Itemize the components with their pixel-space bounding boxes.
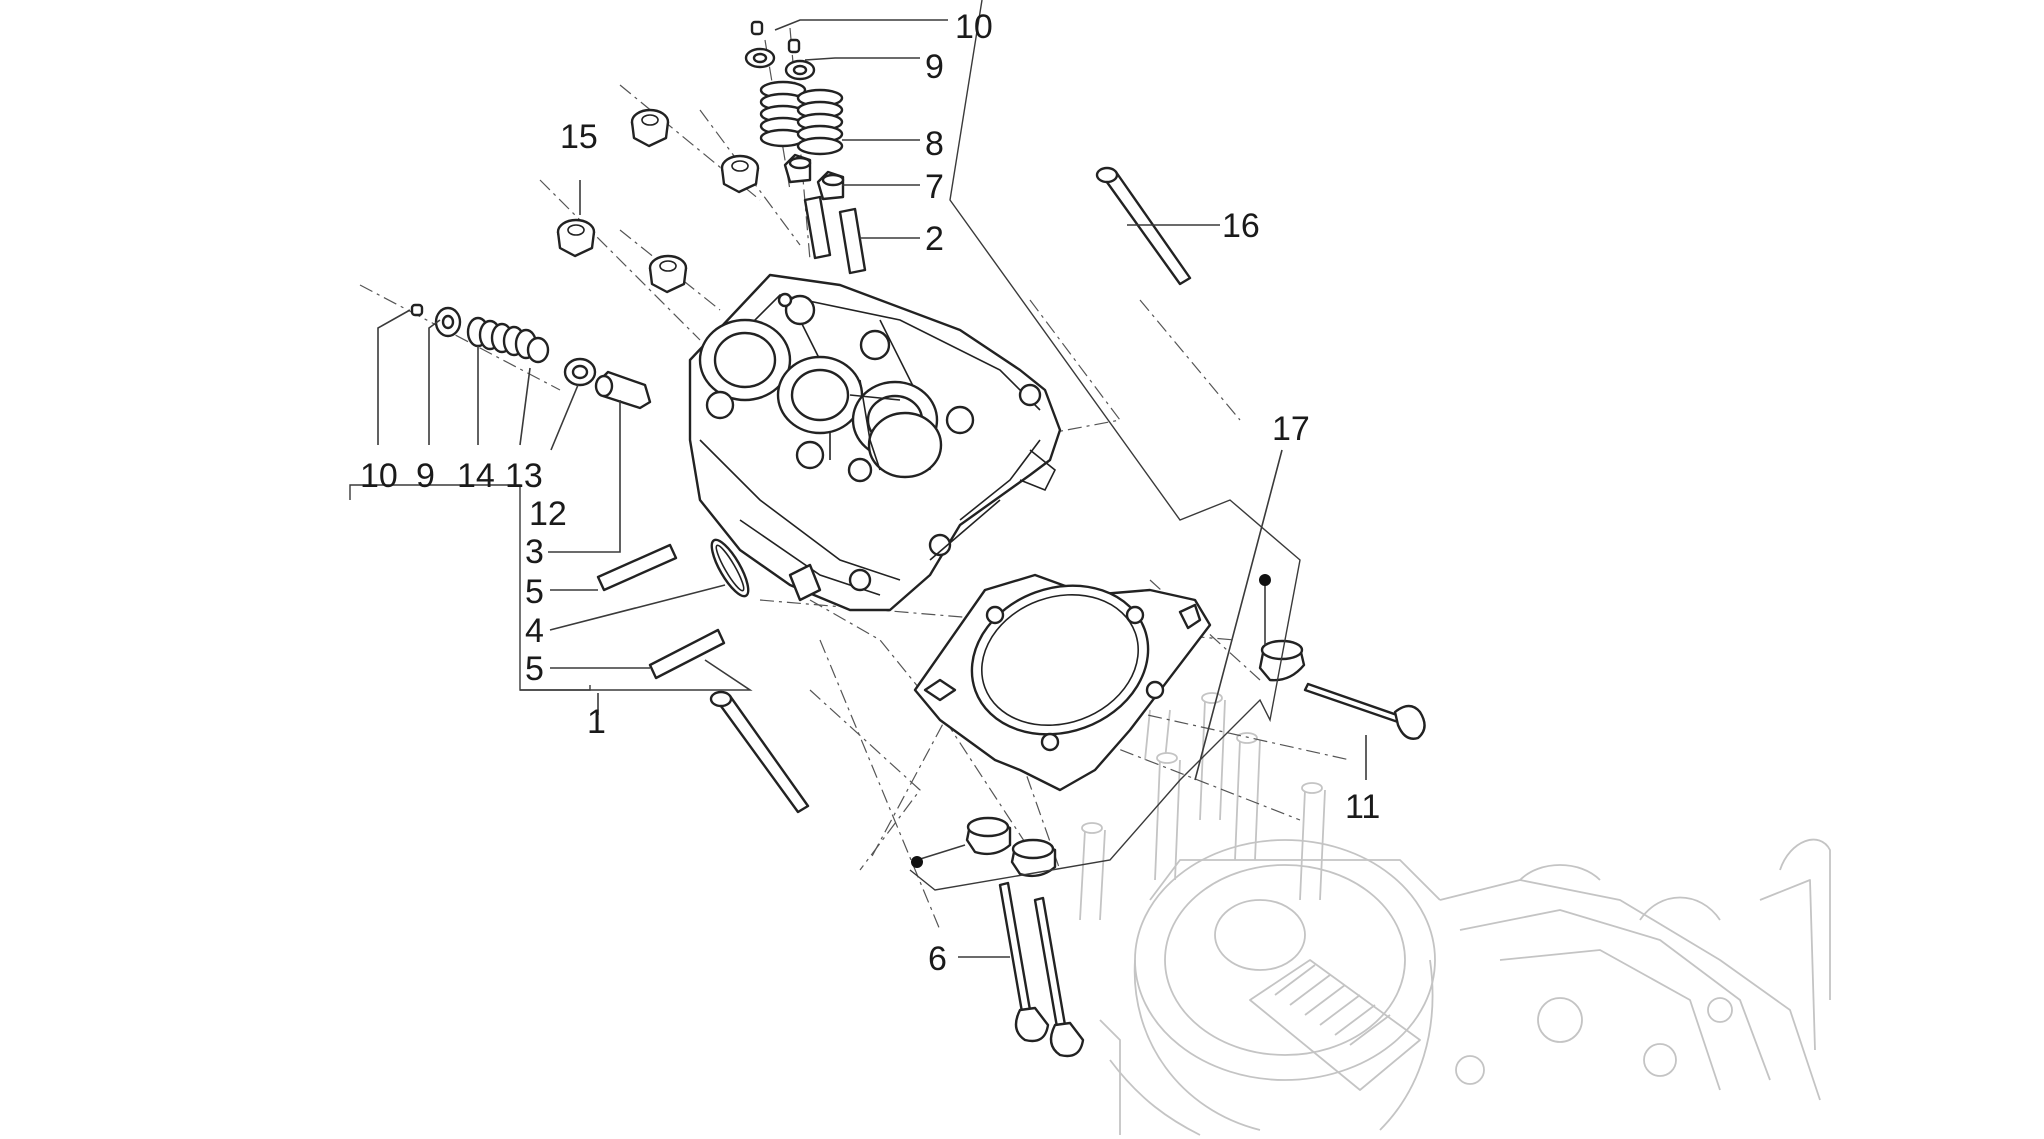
callout-labels: 10 9 8 7 2 15 16 17 10 9 14 13 12 3 5 4 … [360,8,1380,978]
callout-13: 13 [505,457,543,495]
head-gasket [913,573,1212,792]
callout-4: 4 [525,612,544,650]
callout-9: 9 [416,457,435,495]
callout-15: 15 [560,118,598,156]
top-valve-stack [744,20,867,275]
callout-1: 1 [587,703,606,741]
callout-10: 10 [360,457,398,495]
callout-8: 8 [925,125,944,163]
callout-5: 5 [525,650,544,688]
valve-seat-rings [965,639,1306,878]
engine-block-ghost [1079,692,1831,1136]
head-nuts [556,108,760,294]
callout-16: 16 [1222,207,1260,245]
reference-dot [911,856,923,868]
dowels-and-oring [596,538,750,680]
callout-7: 7 [925,168,944,206]
callout-10: 10 [955,8,993,46]
callout-17: 17 [1272,410,1310,448]
callout-leaders [349,0,1367,958]
callout-3: 3 [525,533,544,571]
valves [998,682,1426,1058]
reference-dot [1259,574,1271,586]
left-valve-stack [410,303,652,410]
cylinder-head [688,273,1062,612]
callout-6: 6 [928,940,947,978]
stud-bolts [709,166,1192,814]
callout-2: 2 [925,220,944,258]
callout-5: 5 [525,573,544,611]
callout-11: 11 [1345,788,1380,826]
callout-14: 14 [457,457,495,495]
callout-12: 12 [529,495,567,533]
callout-9: 9 [925,48,944,86]
